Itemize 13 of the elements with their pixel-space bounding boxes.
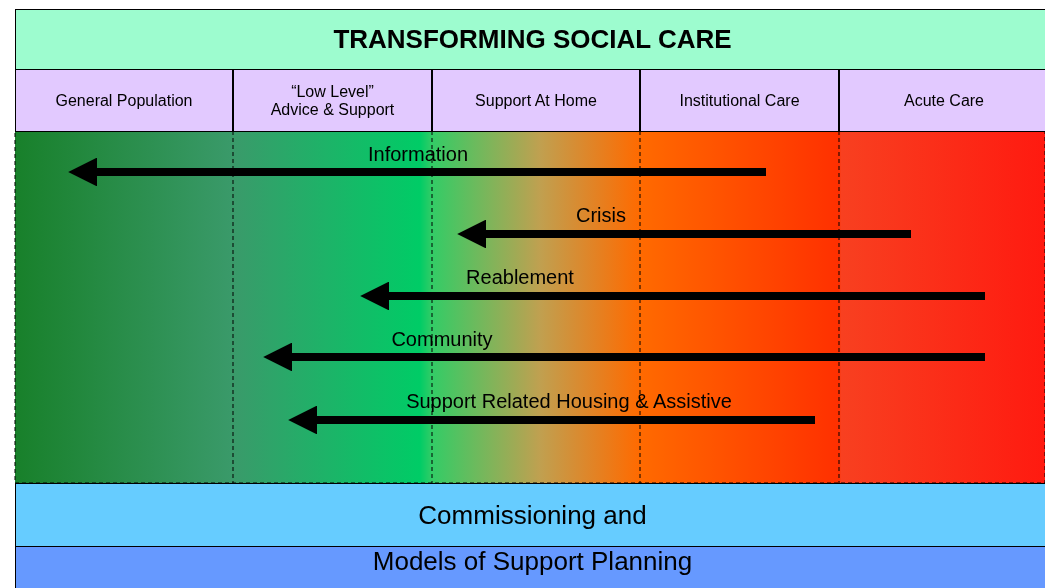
column-header: Institutional Care <box>640 69 839 132</box>
service-label: Support Related Housing & Assistive <box>406 391 732 411</box>
service-label: Reablement <box>466 267 574 287</box>
planning-band: Commissioning and <box>15 483 1045 547</box>
column-header: Support At Home <box>432 69 640 132</box>
service-label: Community <box>391 329 493 349</box>
column-header: Acute Care <box>839 69 1045 132</box>
title: TRANSFORMING SOCIAL CARE <box>15 9 1045 70</box>
planning-band: Models of Support Planning <box>15 546 1045 588</box>
column-header: General Population <box>15 69 233 132</box>
service-label: Information <box>367 144 469 164</box>
column-header: “Low Level” Advice & Support <box>233 69 432 132</box>
service-label: Crisis <box>576 205 626 225</box>
